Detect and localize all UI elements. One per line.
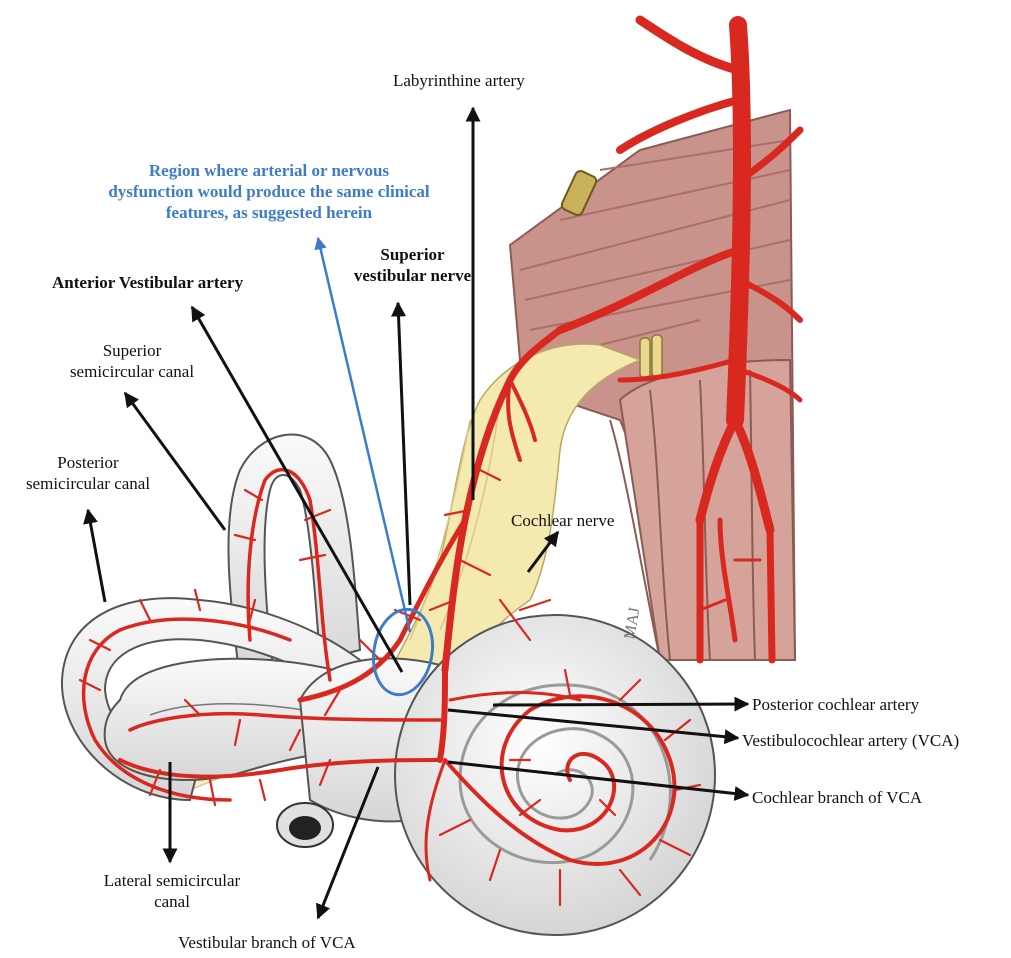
artist-signature: MAJ xyxy=(621,606,643,640)
arrow-superior-vestibular-nerve xyxy=(398,303,410,605)
label-superior-semicircular-canal: Superior semicircular canal xyxy=(52,340,212,382)
label-labyrinthine-artery: Labyrinthine artery xyxy=(393,70,525,91)
label-vestibular-branch: Vestibular branch of VCA xyxy=(178,932,356,953)
label-vestibulocochlear-artery: Vestibulocochlear artery (VCA) xyxy=(742,730,959,751)
arrow-posterior-cochlear-artery xyxy=(493,704,748,705)
label-region-note: Region where arterial or nervous dysfunc… xyxy=(62,160,476,223)
label-superior-vestibular-nerve: Superior vestibular nerve xyxy=(350,244,475,286)
label-posterior-cochlear-artery: Posterior cochlear artery xyxy=(752,694,919,715)
label-lateral-semicircular-canal: Lateral semicircular canal xyxy=(82,870,262,912)
label-anterior-vestibular-artery: Anterior Vestibular artery xyxy=(52,272,243,293)
label-cochlear-branch: Cochlear branch of VCA xyxy=(752,787,922,808)
label-posterior-semicircular-canal: Posterior semicircular canal xyxy=(8,452,168,494)
arrow-posterior-semicircular-canal xyxy=(88,510,105,602)
label-cochlear-nerve: Cochlear nerve xyxy=(511,510,614,531)
